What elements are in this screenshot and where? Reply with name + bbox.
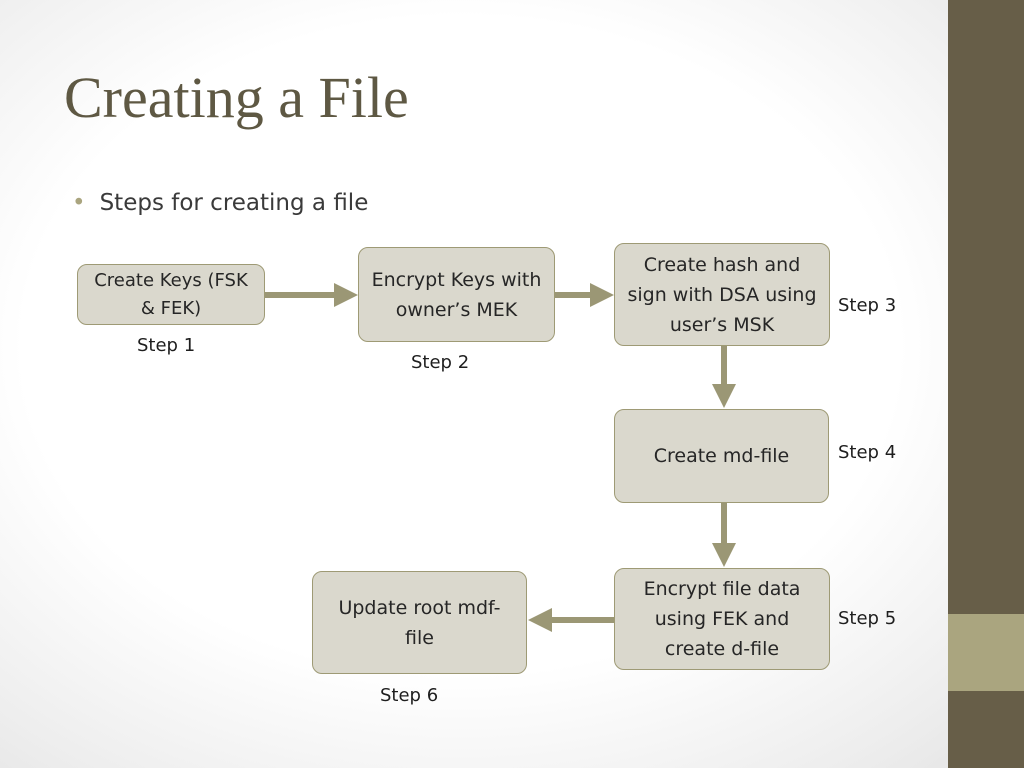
step-label-3: Step 3	[838, 295, 897, 316]
flow-box-create-hash: Create hash and sign with DSA using user…	[614, 243, 830, 346]
flow-box-encrypt-keys: Encrypt Keys with owner’s MEK	[358, 247, 555, 342]
flow-box-label: Create hash and sign with DSA using user…	[627, 253, 817, 336]
bullet-dot-icon: •	[72, 190, 86, 216]
sidebar-accent-block	[948, 614, 1024, 691]
bullet-item: • Steps for creating a file	[72, 186, 368, 220]
bullet-text: Steps for creating a file	[99, 190, 369, 216]
step-label-2: Step 2	[411, 352, 470, 373]
flow-box-create-keys: Create Keys (FSK & FEK)	[77, 264, 265, 325]
step-label-1: Step 1	[137, 335, 196, 356]
flow-box-update-root: Update root mdf-file	[312, 571, 527, 674]
flow-box-label: Update root mdf-file	[338, 596, 501, 649]
step-label-6: Step 6	[380, 685, 439, 706]
flow-box-create-md-file: Create md-file	[614, 409, 829, 503]
flow-box-label: Create md-file	[653, 445, 790, 467]
flow-box-label: Encrypt file data using FEK and create d…	[643, 578, 801, 660]
step-label-4: Step 4	[838, 442, 897, 463]
flow-box-label: Encrypt Keys with owner’s MEK	[371, 268, 542, 321]
flow-box-label: Create Keys (FSK & FEK)	[94, 269, 248, 319]
step-label-5: Step 5	[838, 608, 897, 629]
flow-box-encrypt-file-data: Encrypt file data using FEK and create d…	[614, 568, 830, 670]
slide-title: Creating a File	[64, 65, 409, 130]
